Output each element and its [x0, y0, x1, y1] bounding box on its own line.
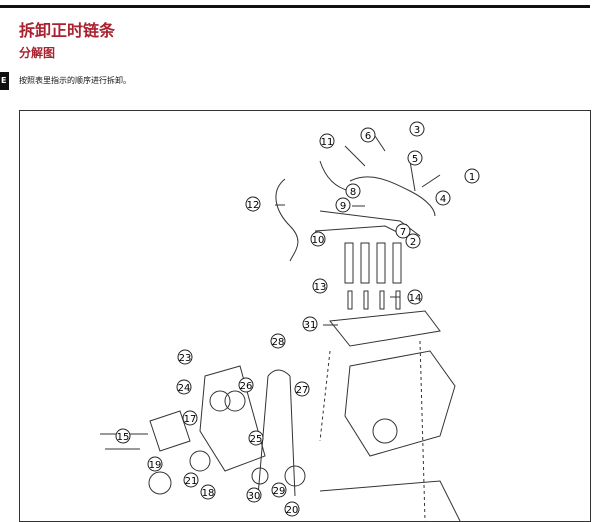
callout-bubble [246, 487, 262, 503]
hose-right [349, 176, 436, 217]
timing-chain [257, 375, 296, 497]
callout-bubble [147, 456, 163, 472]
exploded-view-figure: 1 2 3 4 5 6 7 8 9 10 11 12 13 1 [19, 110, 591, 522]
callout-bubble [294, 381, 310, 397]
callout-bubble [407, 289, 423, 305]
instruction-text: 按照表里指示的顺序进行拆卸。 [19, 76, 131, 85]
bracket-15 [149, 410, 191, 452]
callout-bubble [245, 196, 261, 212]
callout-label-3: 3 [414, 125, 420, 136]
callout-bubble [464, 168, 480, 184]
callout-bubble [182, 410, 198, 426]
callout-label-26: 26 [240, 381, 253, 392]
callout-bubble [115, 428, 131, 444]
callout-label-23: 23 [179, 353, 192, 364]
tube-upper [319, 160, 351, 192]
callout-bubble [409, 121, 425, 137]
callout-label-4: 4 [440, 194, 446, 205]
callout-label-8: 8 [350, 187, 356, 198]
callout-label-19: 19 [149, 460, 162, 471]
callout-label-30: 30 [248, 491, 261, 502]
callout-label-9: 9 [340, 201, 346, 212]
callout-label-1: 1 [469, 172, 475, 183]
callout-label-21: 21 [185, 476, 198, 487]
callout-bubble [345, 183, 361, 199]
callout-label-31: 31 [304, 320, 317, 331]
crank-pulley [148, 471, 172, 495]
callout-bubble [405, 233, 421, 249]
callout-label-28: 28 [272, 337, 285, 348]
spark-plugs [347, 290, 401, 310]
callout-label-25: 25 [250, 434, 263, 445]
callout-label-13: 13 [314, 282, 327, 293]
callout-label-12: 12 [247, 200, 260, 211]
ignition-coils [344, 242, 402, 284]
top-rule [0, 5, 590, 8]
callout-bubble [335, 197, 351, 213]
callout-label-20: 20 [286, 505, 299, 516]
harness-mid [319, 210, 421, 237]
callout-bubble [271, 482, 287, 498]
callout-bubble [407, 150, 423, 166]
callout-bubble [312, 278, 328, 294]
callout-label-17: 17 [184, 414, 197, 425]
callout-label-5: 5 [412, 154, 418, 165]
callout-label-10: 10 [312, 235, 325, 246]
valve-cover [329, 310, 441, 347]
callout-label-24: 24 [178, 383, 191, 394]
callout-group: 1 2 3 4 5 6 7 8 9 10 11 12 13 1 [115, 121, 480, 517]
timing-cover [199, 365, 266, 472]
callout-bubble [302, 316, 318, 332]
callout-bubble [177, 349, 193, 365]
water-pump [284, 465, 306, 487]
callout-label-15: 15 [117, 432, 130, 443]
callout-bubble [319, 133, 335, 149]
exploded-view-drawing: 1 2 3 4 5 6 7 8 9 10 11 12 13 1 [100, 121, 480, 521]
callout-bubble [183, 472, 199, 488]
fuel-line-left [275, 178, 299, 262]
callout-label-27: 27 [296, 385, 309, 396]
callout-label-29: 29 [273, 486, 286, 497]
callout-bubble [270, 333, 286, 349]
callout-bubble [395, 223, 411, 239]
callout-bubble [200, 484, 216, 500]
callout-bubble [435, 190, 451, 206]
oil-pan-outline [319, 480, 461, 521]
side-tab-marker: E [0, 72, 9, 90]
callout-bubble [310, 231, 326, 247]
callout-bubble [176, 379, 192, 395]
harness-lower [314, 225, 406, 237]
page-title: 拆卸正时链条 [19, 21, 116, 40]
callout-label-18: 18 [202, 488, 215, 499]
callout-label-14: 14 [409, 293, 422, 304]
callout-label-2: 2 [410, 237, 416, 248]
callout-bubble [360, 127, 376, 143]
callout-bubble [248, 430, 264, 446]
callout-label-11: 11 [321, 137, 334, 148]
callout-bubble [238, 377, 254, 393]
idler-pulley [189, 450, 211, 472]
engine-block [344, 350, 456, 457]
callout-label-6: 6 [365, 131, 371, 142]
section-subtitle: 分解图 [19, 46, 56, 60]
callout-label-7: 7 [400, 227, 406, 238]
